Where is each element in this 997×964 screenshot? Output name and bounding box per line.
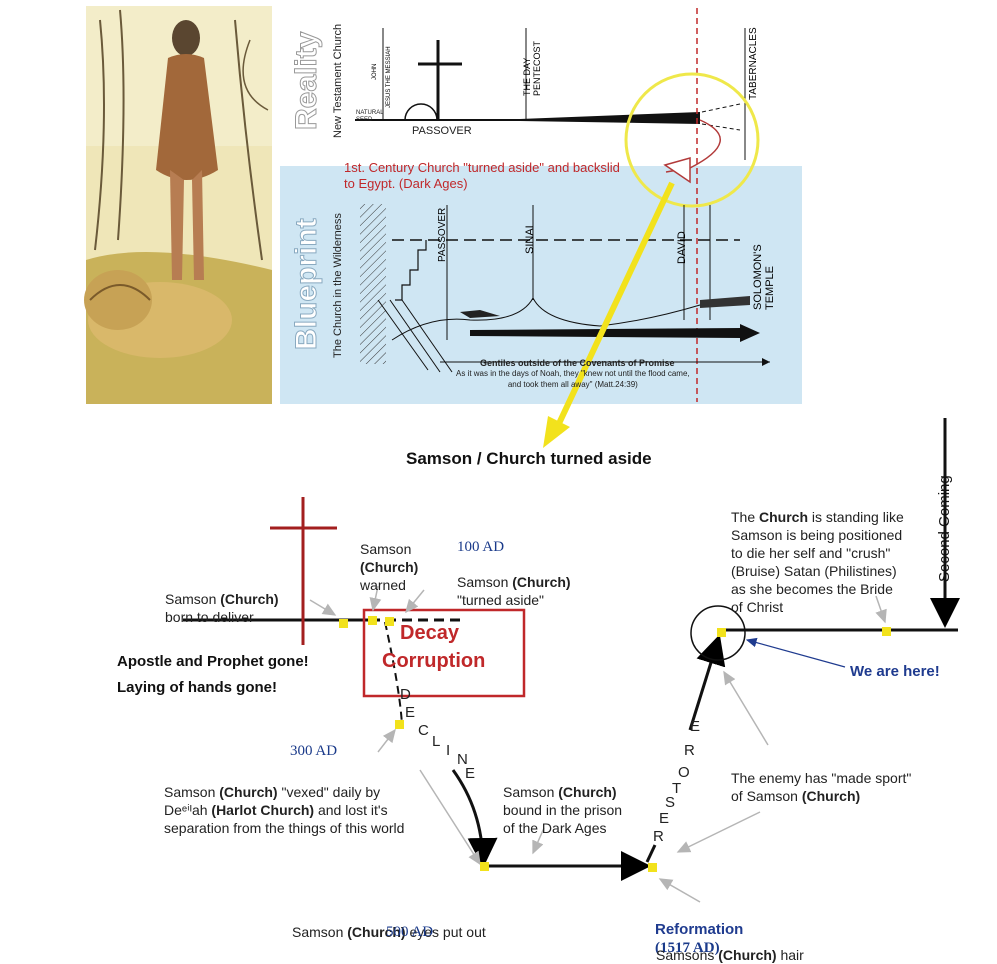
bp-sinai-label: SINAI <box>524 225 536 254</box>
eyes-out-label: Samson (Church) eyes put out <box>292 924 486 940</box>
marker-500ad <box>480 862 489 871</box>
ad100-label: 100 AD <box>457 539 505 555</box>
blueprint-subtitle: The Church in the Wilderness <box>332 213 344 358</box>
hair-label: Samsons (Church) hair <box>656 947 804 963</box>
warned-label: Samson (Church) warned <box>360 541 419 593</box>
reality-passover-label: PASSOVER <box>412 125 472 137</box>
restore-letter: S <box>665 794 676 811</box>
bp-solomon-label: SOLOMON'S TEMPLE <box>752 244 776 310</box>
standing-label: The Church is standing like Samson is be… <box>731 509 904 615</box>
ad300-label: 300 AD <box>290 743 338 759</box>
restore-letter: E <box>690 718 701 735</box>
decline-letter: C <box>418 722 429 739</box>
marker-born <box>339 619 348 628</box>
bp-david-label: DAVID <box>676 231 688 264</box>
diagram-heading: Samson / Church turned aside <box>406 449 652 468</box>
we-are-here-circle <box>690 605 746 661</box>
ad500-label: 500 AD <box>386 924 434 940</box>
marker-300ad <box>395 720 404 729</box>
marker-turned <box>385 617 394 626</box>
decline-letter: E <box>465 765 476 782</box>
decline-letter: I <box>446 742 451 759</box>
noah-quote: As it was in the days of Noah, they "kne… <box>456 369 690 389</box>
reality-title: Reality <box>290 31 324 130</box>
restore-letter: R <box>653 828 664 845</box>
vexed-label: Samson (Church) "vexed" daily by Deᵉⁱᴵah… <box>164 784 405 836</box>
pentecost-label: THE DAY PENTECOST <box>522 40 542 96</box>
samson-painting <box>84 6 272 404</box>
backslid-note: 1st. Century Church "turned aside" and b… <box>344 160 620 191</box>
marker-reformation <box>648 863 657 872</box>
decline-letter: L <box>432 733 441 750</box>
natural-seed-label: NATURAL SEED <box>356 110 384 123</box>
decline-letter: E <box>405 704 416 721</box>
restore-letter: O <box>678 764 690 781</box>
bp-passover-label: PASSOVER <box>437 207 448 262</box>
decay-box <box>362 608 526 698</box>
decline-letter: N <box>457 751 468 768</box>
blueprint-title: Blueprint <box>290 218 324 351</box>
marker-warned <box>368 616 377 625</box>
bound-label: Samson (Church) bound in the prison of t… <box>503 784 623 836</box>
decay-label: Decay <box>400 622 459 644</box>
decline-letter: D <box>400 686 411 703</box>
we-are-here-label: We are here! <box>850 663 940 680</box>
laying-hands-label: Laying of hands gone! <box>117 679 277 696</box>
corruption-label: Corruption <box>382 650 486 672</box>
restore-letter: E <box>659 810 670 827</box>
reality-subtitle: New Testament Church <box>332 23 344 138</box>
top-panel <box>280 6 802 448</box>
made-sport-label: The enemy has "made sport" of Samson (Ch… <box>731 770 912 804</box>
tabernacles-label: TABERNACLES <box>748 27 759 100</box>
john-label: JOHN <box>372 63 378 80</box>
born-label: Samson (Church) born to deliver <box>165 591 279 625</box>
restore-letter: R <box>684 742 695 759</box>
restore-letter: T <box>672 780 682 797</box>
second-coming-label: Second Coming <box>936 475 953 582</box>
reformation-label: Reformation (1517 AD) <box>655 921 744 956</box>
turned-aside-label: Samson (Church) "turned aside" <box>457 574 571 608</box>
marker-standing <box>882 627 891 636</box>
gentiles-label: Gentiles outside of the Covenants of Pro… <box>480 358 675 368</box>
jesus-messiah-label: JESUS THE MESSIAH <box>386 46 392 108</box>
samson-timeline <box>183 418 960 903</box>
apostle-gone-label: Apostle and Prophet gone! <box>117 653 309 670</box>
marker-here <box>717 628 726 637</box>
